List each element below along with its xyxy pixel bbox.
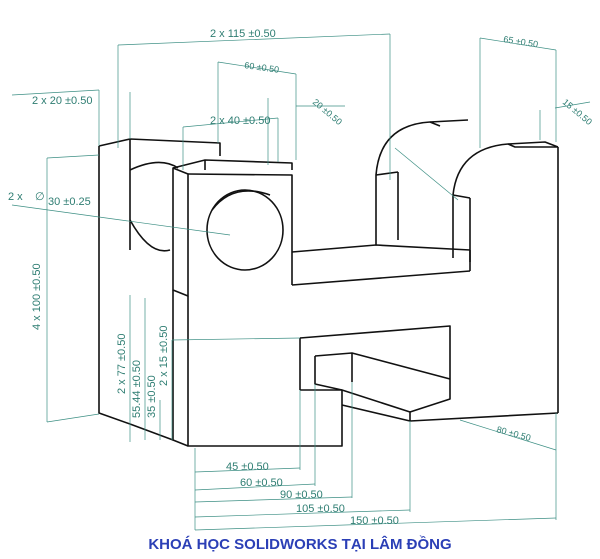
dim-55: 55.44 ±0.50 (131, 360, 143, 418)
dim-20: 20 ±0.50 (311, 97, 344, 127)
dim-4x100: 4 x 100 ±0.50 (31, 263, 43, 330)
dim-15: 15 ±0.50 (561, 97, 594, 127)
dim-60: 60 ±0.50 (244, 60, 280, 75)
dim-2x77: 2 x 77 ±0.50 (116, 334, 128, 394)
part-outline (98, 119, 559, 447)
dim-2x20: 2 x 20 ±0.50 (32, 95, 92, 107)
dim-150: 150 ±0.50 (350, 515, 399, 527)
dim-35: 35 ±0.50 (146, 375, 158, 418)
dim-30: 30 ±0.25 (48, 196, 91, 208)
dimension-labels: 2 x 115 ±0.50 65 ±0.50 60 ±0.50 2 x 20 ±… (8, 28, 594, 527)
dim-2x40: 2 x 40 ±0.50 (210, 115, 270, 127)
dim-65: 65 ±0.50 (503, 34, 539, 49)
dim-80: 80 ±0.50 (495, 424, 531, 443)
dim-45: 45 ±0.50 (226, 461, 269, 473)
diameter-symbol: ∅ (35, 191, 45, 203)
dim-2x15: 2 x 15 ±0.50 (158, 326, 170, 386)
dim-90: 90 ±0.50 (280, 489, 323, 501)
dim-2x115: 2 x 115 ±0.50 (210, 28, 276, 40)
dim-105: 105 ±0.50 (296, 503, 345, 515)
course-title: KHOÁ HỌC SOLIDWORKS TẠI LÂM ĐỒNG (148, 536, 452, 553)
dimension-lines (11, 33, 591, 531)
dim-60b: 60 ±0.50 (240, 477, 283, 489)
dim-2x-prefix: 2 x (8, 191, 23, 203)
